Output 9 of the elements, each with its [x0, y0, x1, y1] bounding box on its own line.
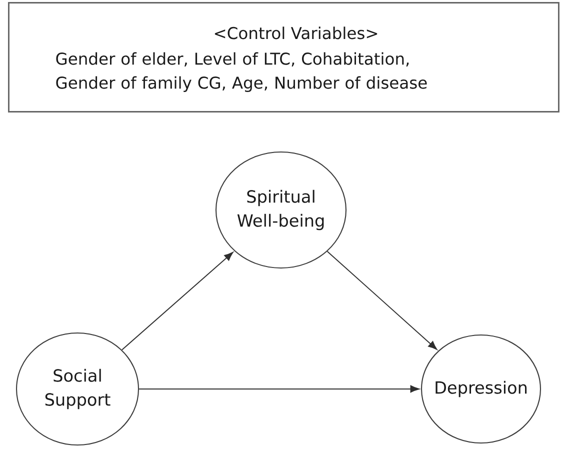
arrow — [326, 250, 438, 350]
box-heading: <Control Variables> — [214, 26, 378, 40]
arrow — [121, 252, 234, 350]
ellipse-node: Spiritual Well-being — [215, 151, 347, 269]
arrow — [138, 385, 420, 393]
ellipse-node: Depression — [420, 334, 542, 444]
ellipse-node: Social Support — [16, 332, 140, 446]
variables-box — [8, 2, 560, 112]
variable-list: Gender of elder, Level of LTC, Cohabitation, Gender of family CG, Age, Number of disease — [56, 52, 427, 92]
